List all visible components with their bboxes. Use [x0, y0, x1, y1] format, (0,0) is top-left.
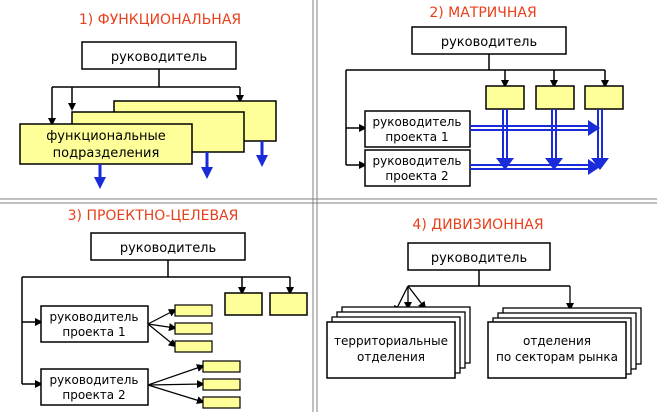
project-pm1-unit-3: [174, 340, 213, 353]
divisional-head-label: руководитель: [431, 251, 527, 266]
project-pm2-unit-3: [202, 396, 241, 409]
divisional-territorial-box: [326, 321, 456, 379]
functional-title: 1) ФУНКЦИОНАЛЬНАЯ: [79, 12, 241, 28]
matrix-pm1-label-2: проекта 1: [385, 130, 448, 144]
project-pm1-unit-1: [174, 304, 213, 317]
project-unit-box-2: [269, 292, 308, 316]
project-title: 3) ПРОЕКТНО-ЦЕЛЕВАЯ: [68, 208, 239, 224]
project-head-label: руководитель: [120, 241, 216, 256]
divisional-territorial-label-1: территориальные: [334, 334, 448, 348]
project-pm2-label-2: проекта 2: [62, 388, 125, 402]
project-pm1-box: [40, 305, 149, 343]
divisional-territorial-label-2: отделения: [357, 350, 425, 364]
divisional-sector-label-1: отделения: [523, 334, 591, 348]
matrix-pm2-label-2: проекта 2: [385, 169, 448, 183]
matrix-pm2-label-1: руководитель: [373, 154, 462, 168]
functional-units-label-1: функциональные: [46, 129, 166, 144]
divisional-sector-box: [487, 321, 627, 379]
project-structure: 3) ПРОЕКТНО-ЦЕЛЕВАЯ руководитель руковод…: [21, 208, 308, 409]
project-unit-box-1: [224, 292, 263, 316]
functional-structure: 1) ФУНКЦИОНАЛЬНАЯ руководитель функциона…: [19, 12, 277, 189]
functional-head-label: руководитель: [111, 50, 207, 65]
project-pm1-label-1: руководитель: [50, 310, 139, 324]
matrix-column-box-1: [485, 85, 525, 110]
project-pm2-unit-2: [202, 378, 241, 391]
matrix-head-label: руководитель: [441, 35, 537, 50]
divisional-title: 4) ДИВИЗИОННАЯ: [412, 217, 543, 233]
functional-unit-box-front: [19, 123, 193, 165]
matrix-structure: 2) МАТРИЧНАЯ руководитель руководитель п…: [345, 5, 624, 187]
project-pm1-label-2: проекта 1: [62, 325, 125, 339]
project-pm1-unit-2: [174, 322, 213, 335]
project-pm2-box: [40, 368, 149, 406]
project-pm2-label-1: руководитель: [50, 373, 139, 387]
matrix-pm1-box: [364, 110, 471, 148]
functional-units-label-2: подразделения: [53, 146, 160, 161]
matrix-column-box-3: [584, 85, 624, 110]
matrix-pm1-label-1: руководитель: [373, 115, 462, 129]
matrix-title: 2) МАТРИЧНАЯ: [429, 5, 536, 21]
project-pm2-unit-1: [202, 360, 241, 373]
divisional-sector-label-2: по секторам рынка: [496, 350, 618, 364]
divisional-head-box: [407, 242, 551, 271]
functional-head-box: [81, 41, 237, 70]
project-head-box: [90, 232, 246, 261]
divisional-structure: 4) ДИВИЗИОННАЯ руководитель территориаль…: [326, 217, 642, 379]
matrix-column-box-2: [535, 85, 575, 110]
